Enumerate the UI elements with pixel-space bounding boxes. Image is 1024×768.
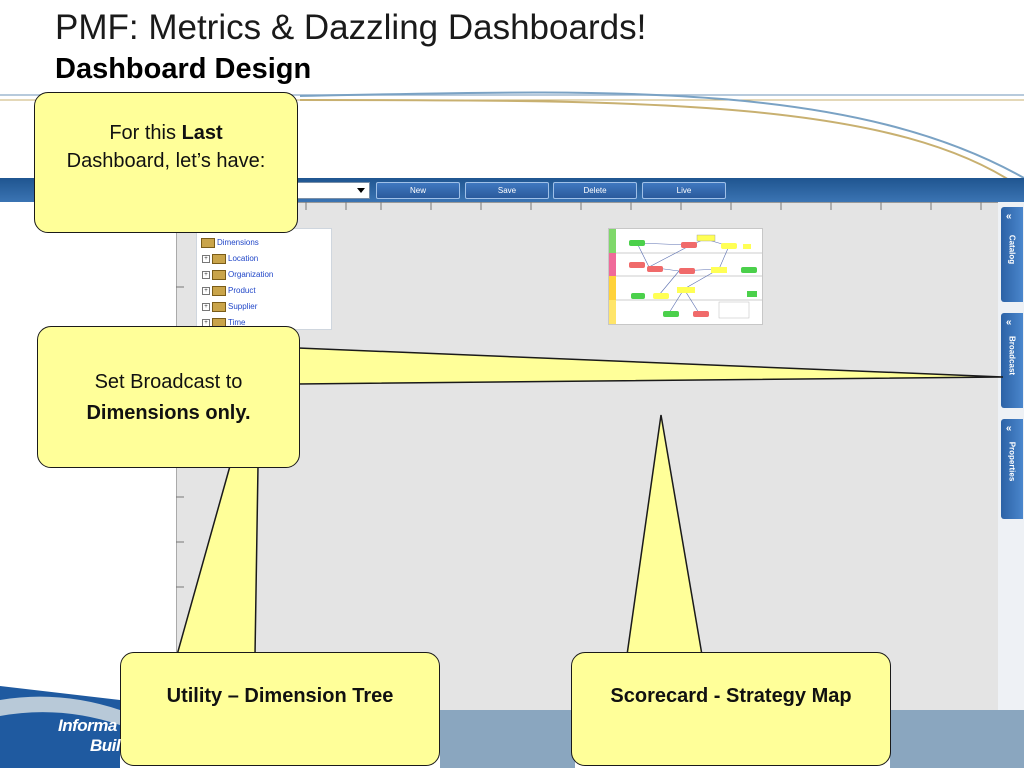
callout-strategy-map: Scorecard - Strategy Map bbox=[571, 652, 891, 766]
folder-open-icon bbox=[201, 238, 215, 248]
logo-line-2: Buil bbox=[90, 736, 121, 755]
expand-icon[interactable]: + bbox=[202, 287, 210, 295]
expand-icon[interactable]: + bbox=[202, 255, 210, 263]
callout-broadcast: Set Broadcast to Dimensions only. bbox=[37, 326, 300, 468]
logo-line-1: Informa bbox=[58, 716, 117, 735]
save-button[interactable]: Save bbox=[465, 182, 549, 199]
tree-item-location[interactable]: Location bbox=[228, 254, 259, 263]
folder-icon bbox=[212, 286, 226, 296]
live-button[interactable]: Live bbox=[642, 182, 726, 199]
dimension-tree[interactable]: Dimensions + Location + Organization + P… bbox=[196, 228, 332, 330]
tree-item-organization[interactable]: Organization bbox=[228, 270, 274, 279]
callout-text-bold: Last bbox=[181, 122, 223, 144]
delete-button[interactable]: Delete bbox=[553, 182, 637, 199]
chevron-left-icon: « bbox=[1006, 211, 1012, 222]
callout-text-bold: Dimensions only. bbox=[86, 402, 251, 424]
new-button[interactable]: New bbox=[376, 182, 460, 199]
callout-last-dashboard: For this Last Dashboard, let’s have: bbox=[34, 92, 298, 233]
chevron-down-icon[interactable] bbox=[357, 188, 365, 193]
slide-title: PMF: Metrics & Dazzling Dashboards! bbox=[55, 8, 647, 47]
tab-properties[interactable]: « Properties bbox=[1001, 419, 1023, 519]
tab-catalog[interactable]: « Catalog bbox=[1001, 207, 1023, 302]
callout-dimension-tree: Utility – Dimension Tree bbox=[120, 652, 440, 766]
company-logo: Informa Buil bbox=[58, 716, 121, 756]
folder-icon bbox=[212, 302, 226, 312]
tree-item-time[interactable]: Time bbox=[228, 318, 246, 327]
callout-text: For this bbox=[109, 122, 182, 144]
callout-text: Set Broadcast to bbox=[94, 371, 243, 393]
expand-icon[interactable]: + bbox=[202, 271, 210, 279]
chevron-left-icon: « bbox=[1006, 423, 1012, 434]
tree-root[interactable]: Dimensions bbox=[217, 238, 259, 247]
slide-subtitle: Dashboard Design bbox=[55, 53, 312, 85]
folder-icon bbox=[212, 270, 226, 280]
expand-icon[interactable]: + bbox=[202, 303, 210, 311]
callout-text: Dashboard, let’s have: bbox=[66, 150, 266, 172]
strategy-map[interactable] bbox=[608, 228, 763, 325]
tab-broadcast[interactable]: « Broadcast bbox=[1001, 313, 1023, 408]
tree-item-supplier[interactable]: Supplier bbox=[228, 302, 258, 311]
chevron-left-icon: « bbox=[1006, 317, 1012, 328]
folder-icon bbox=[212, 254, 226, 264]
tree-item-product[interactable]: Product bbox=[228, 286, 256, 295]
